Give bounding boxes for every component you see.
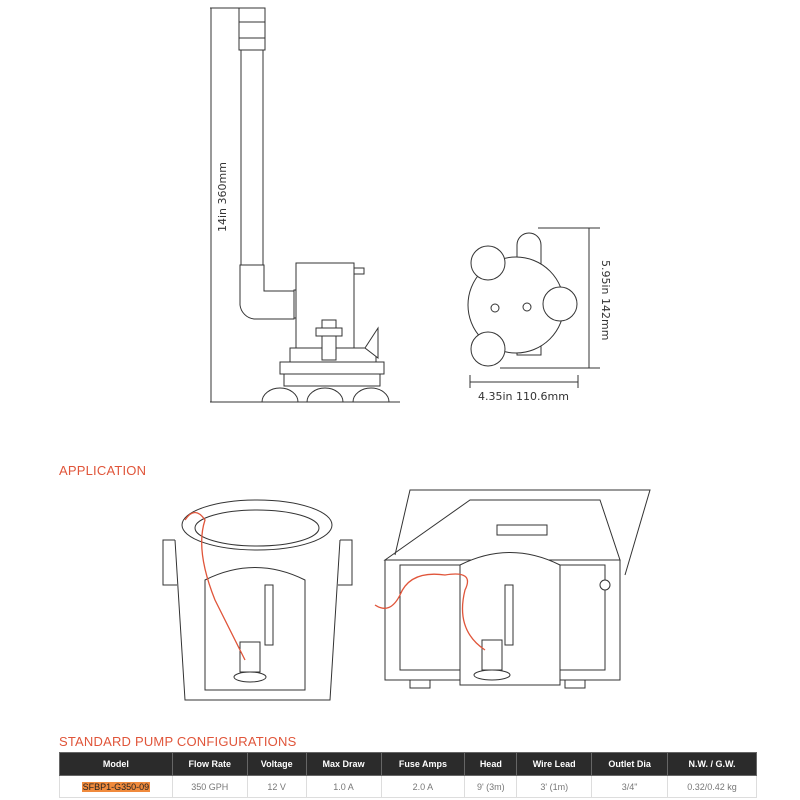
- pump-top-view: [467, 227, 600, 388]
- cell-head: 9' (3m): [464, 775, 518, 798]
- configurations-heading: STANDARD PUMP CONFIGURATIONS: [59, 734, 297, 749]
- height-dimension-label: 14in 360mm: [216, 162, 229, 232]
- application-heading: APPLICATION: [59, 463, 147, 478]
- col-outlet-dia: Outlet Dia: [591, 752, 669, 776]
- cell-fuse-amps: 2.0 A: [380, 775, 466, 798]
- cell-max-draw: 1.0 A: [305, 775, 382, 798]
- pump-configurations-table: Model Flow Rate Voltage Max Draw Fuse Am…: [59, 752, 757, 798]
- col-voltage: Voltage: [246, 752, 307, 776]
- pump-dimension-drawing: [162, 7, 651, 701]
- col-flow-rate: Flow Rate: [171, 752, 248, 776]
- cell-outlet-dia: 3/4": [591, 775, 669, 798]
- col-max-draw: Max Draw: [305, 752, 382, 776]
- col-head: Head: [464, 752, 518, 776]
- bucket-application-illustration: [162, 499, 353, 701]
- table-header-row: Model Flow Rate Voltage Max Draw Fuse Am…: [59, 752, 757, 776]
- table-row: SFBP1-G350-09 350 GPH 12 V 1.0 A 2.0 A 9…: [59, 775, 757, 798]
- side-height-dimension-label: 5.95in 142mm: [599, 260, 612, 341]
- cooler-application-illustration: [374, 489, 651, 689]
- col-fuse-amps: Fuse Amps: [380, 752, 466, 776]
- col-wire-lead: Wire Lead: [516, 752, 593, 776]
- cell-model: SFBP1-G350-09: [59, 775, 173, 798]
- cell-flow-rate: 350 GPH: [171, 775, 248, 798]
- cell-weight: 0.32/0.42 kg: [667, 775, 757, 798]
- col-weight: N.W. / G.W.: [667, 752, 757, 776]
- pump-front-view: [210, 7, 400, 403]
- cell-wire-lead: 3' (1m): [516, 775, 593, 798]
- col-model: Model: [59, 752, 173, 776]
- cell-voltage: 12 V: [246, 775, 307, 798]
- model-highlight: SFBP1-G350-09: [81, 781, 151, 792]
- width-dimension-label: 4.35in 110.6mm: [478, 390, 569, 403]
